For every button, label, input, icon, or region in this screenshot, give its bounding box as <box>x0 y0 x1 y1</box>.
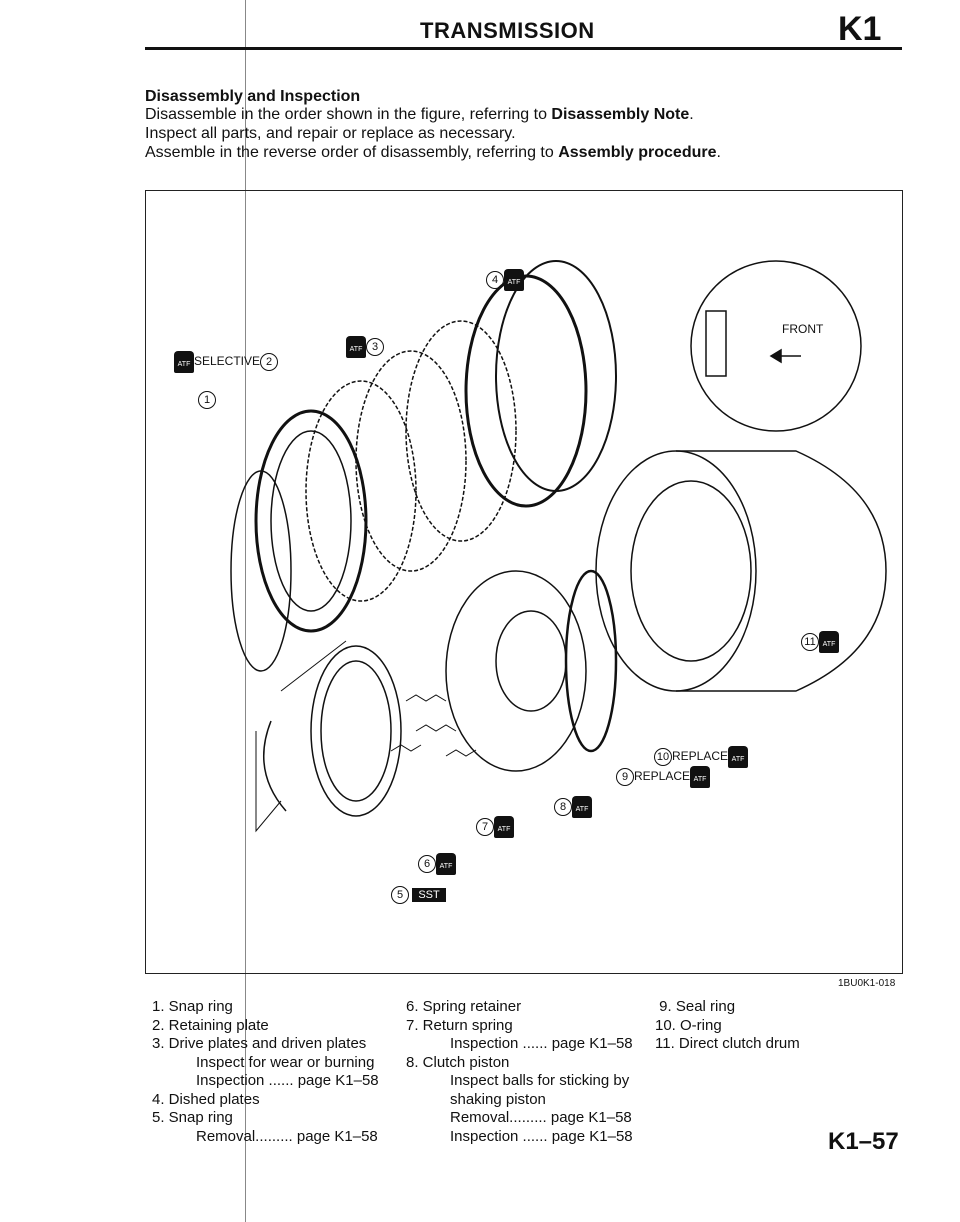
part-item: 2. Retaining plate <box>152 1016 269 1034</box>
retaining-plate <box>254 409 368 633</box>
parts-list-col1: 1. Snap ring 2. Retaining plate 3. Drive… <box>152 998 379 1146</box>
part-item: 4. Dished plates <box>152 1090 260 1108</box>
parts-list-col2: 6. Spring retainer 7. Return spring Insp… <box>406 998 633 1146</box>
part-note: Inspect balls for sticking by <box>450 1072 630 1089</box>
part-note: shaking piston <box>450 1090 546 1108</box>
header-rule <box>145 47 902 50</box>
section-title: Disassembly and Inspection <box>145 88 361 105</box>
part-item: 11. Direct clutch drum <box>655 1035 800 1052</box>
part-item: 6. Spring retainer <box>406 998 522 1015</box>
intro-end: . <box>716 144 721 161</box>
part-item: 9. Seal ring <box>655 998 736 1015</box>
part-ref: Inspection ...... page K1–58 <box>196 1072 379 1089</box>
part-item: 5. Snap ring <box>152 1109 233 1126</box>
intro-text: Inspect all parts, and repair or replace… <box>145 125 516 142</box>
intro-ref: Assembly procedure <box>558 144 717 161</box>
parts-list-col3: 9. Seal ring 10. O-ring 11. Direct clutc… <box>655 998 800 1054</box>
part-ref: Inspection ...... page K1–58 <box>450 1035 633 1052</box>
diagram-drawing <box>230 260 887 833</box>
part-item: 10. O-ring <box>655 1016 722 1034</box>
part-item: 3. Drive plates and driven plates <box>152 1035 367 1052</box>
part-ref: Removal......... page K1–58 <box>196 1127 378 1145</box>
section-code: K1 <box>838 10 882 48</box>
intro-text: Disassemble in the order shown in the fi… <box>145 106 552 123</box>
part-item: 8. Clutch piston <box>406 1053 510 1071</box>
intro-end: . <box>689 106 694 123</box>
part-item: 7. Return spring <box>406 1016 513 1034</box>
drive-plates <box>305 320 517 602</box>
part-ref: Removal......... page K1–58 <box>450 1109 632 1126</box>
callout-5: 5 SST <box>391 886 446 904</box>
callout-1: 1 <box>198 391 216 409</box>
header-title: TRANSMISSION <box>420 18 595 43</box>
intro-line-3: Assemble in the reverse order of disasse… <box>145 144 721 162</box>
clutch-drum <box>595 450 887 692</box>
part-note: Inspect for wear or burning <box>196 1053 375 1071</box>
intro-line-2: Inspect all parts, and repair or replace… <box>145 125 516 143</box>
part-ref: Inspection ...... page K1–58 <box>450 1127 633 1145</box>
intro-text: Assemble in the reverse order of disasse… <box>145 144 559 161</box>
spring-retainer-and-snap-ring <box>262 645 402 817</box>
dished-plates <box>464 260 617 508</box>
page-number: K1–57 <box>828 1128 899 1155</box>
front-label: FRONT <box>782 322 824 336</box>
binding-line <box>245 0 246 1222</box>
return-spring <box>390 694 477 757</box>
intro-line-1: Disassemble in the order shown in the fi… <box>145 106 694 124</box>
intro-ref: Disassembly Note <box>551 106 690 123</box>
front-view-circle <box>690 260 862 432</box>
figure-code: 1BU0K1-018 <box>838 978 896 989</box>
part-item: 1. Snap ring <box>152 998 233 1015</box>
o-ring <box>564 569 618 753</box>
